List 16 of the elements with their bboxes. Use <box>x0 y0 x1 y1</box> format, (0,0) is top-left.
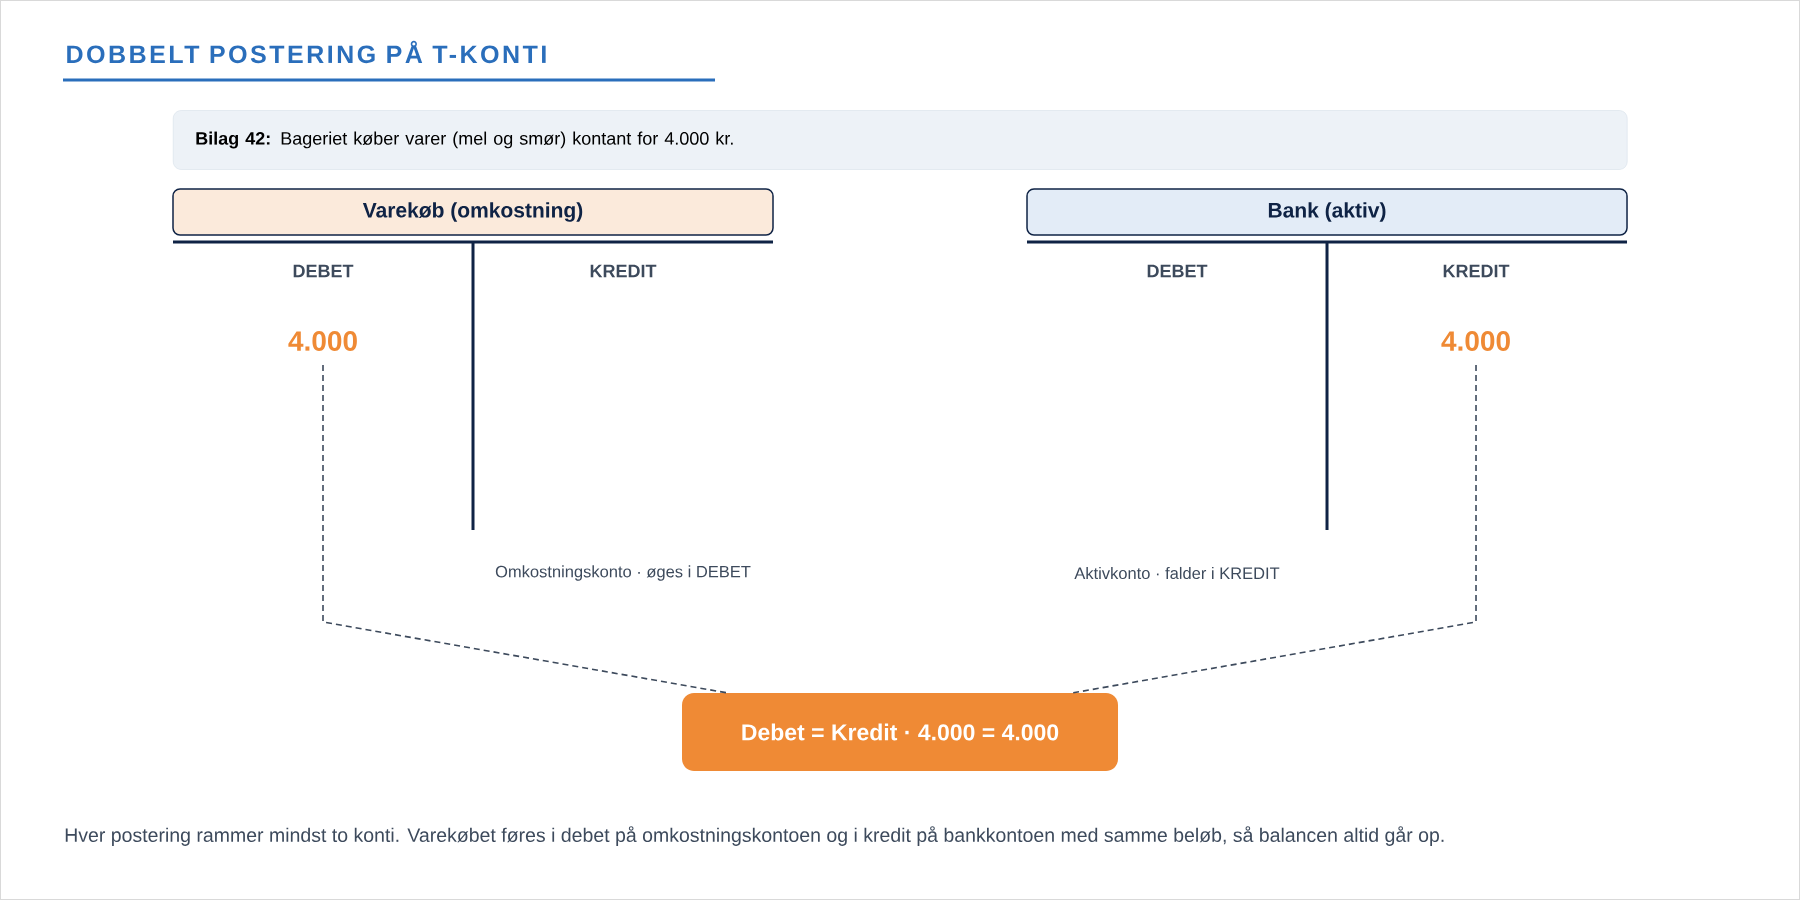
connector-line <box>1072 364 1477 694</box>
caption: Hver postering rammer mindst to konti. Varekøbet føres i debet på omkostningskontoen og i kredit på bankkontoen med samme beløb, så balancen altid går op. <box>65 826 1444 846</box>
account-header-box: Varekøb (omkostning) <box>172 188 774 236</box>
amount: 4.000 <box>288 331 357 351</box>
column-heading: KREDIT <box>590 264 657 278</box>
column-heading: KREDIT <box>1443 264 1510 278</box>
balance-box: Debet = Kredit · 4.000 = 4.000 <box>682 693 1118 771</box>
account-note: Omkostningskonto · øges i DEBET <box>495 565 751 581</box>
voucher-box: Bilag 42: Bageriet køber varer (mel og smør) kontant for 4.000 kr. <box>173 110 1628 170</box>
amount: 4.000 <box>1441 331 1510 351</box>
account-note: Aktivkonto · falder i KREDIT <box>1074 566 1280 580</box>
title: DOBBELT POSTERING PÅ T-KONTI <box>67 40 546 64</box>
connector-line <box>322 364 728 694</box>
account-header-box: Bank (aktiv) <box>1026 188 1628 236</box>
column-heading: DEBET <box>293 264 354 278</box>
column-heading: DEBET <box>1147 264 1208 278</box>
